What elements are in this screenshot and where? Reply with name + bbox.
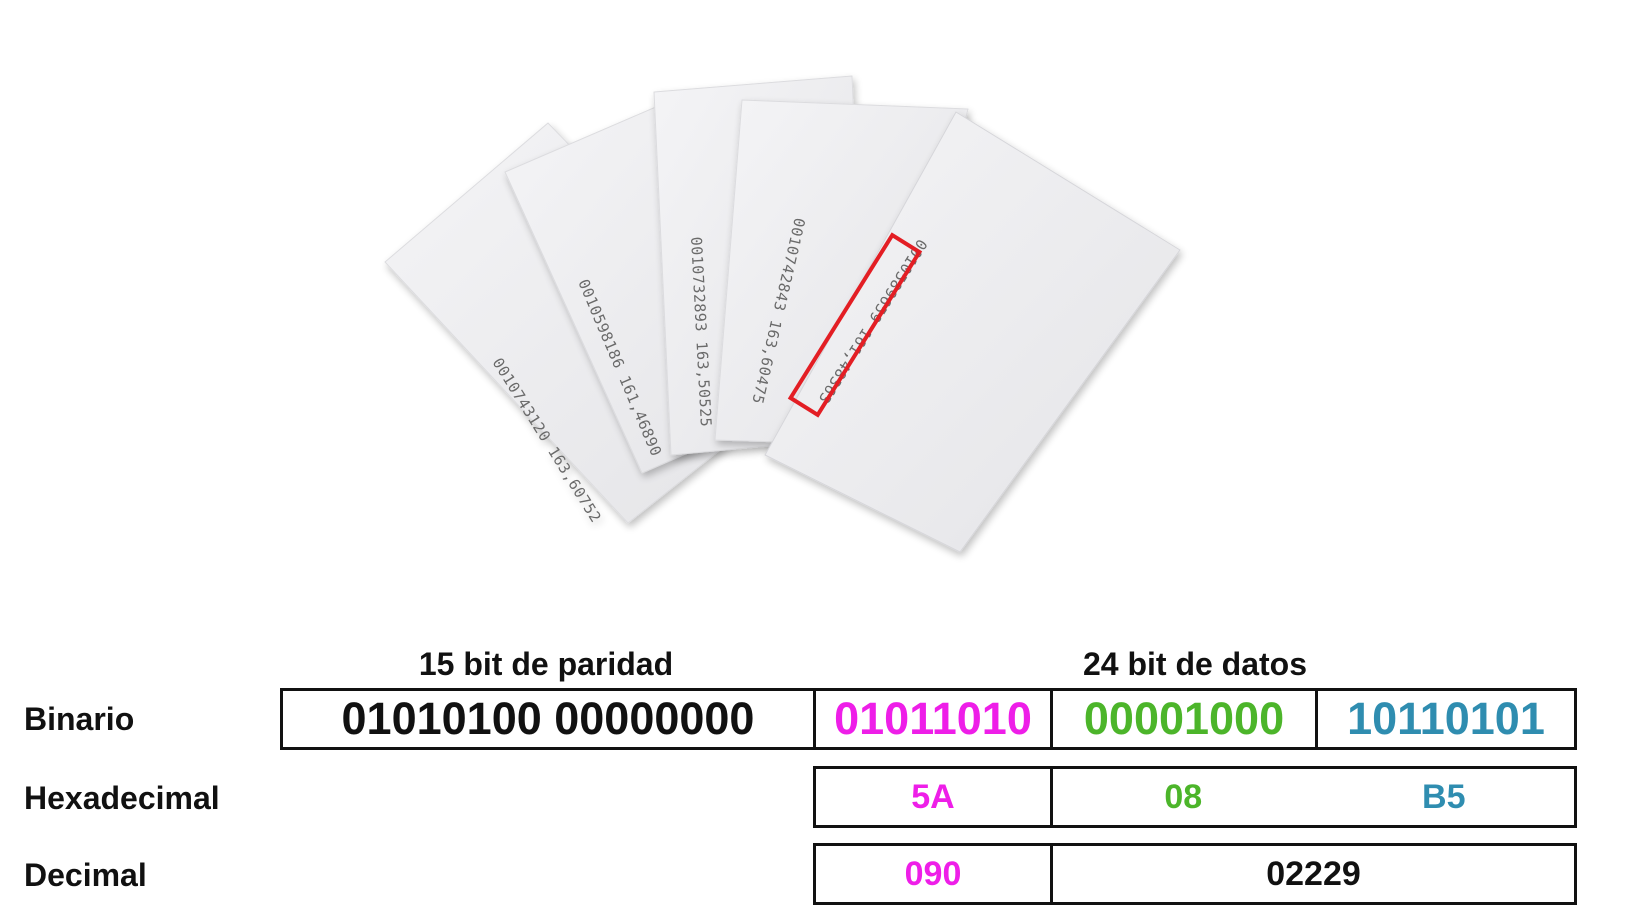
- hex-label: Hexadecimal: [24, 780, 220, 816]
- rfid-cards-photo: 0010743120 163,60752 0010598186 161,4689…: [384, 75, 1181, 553]
- decimal-facility: 090: [904, 854, 962, 893]
- hex-byte2: 08: [1164, 777, 1203, 816]
- decimal-card-cell: 02229: [1050, 843, 1577, 905]
- binary-byte2: 00001000: [1083, 693, 1285, 744]
- hex-byte3: B5: [1422, 777, 1466, 816]
- binary-byte1-cell: 01011010: [813, 688, 1053, 750]
- hex-bytes23-cell: 08 B5: [1050, 766, 1577, 828]
- hex-byte1-cell: 5A: [813, 766, 1053, 828]
- parity-header: 15 bit de paridad: [418, 646, 674, 682]
- binary-byte3: 10110101: [1347, 693, 1545, 744]
- highlight-box: [787, 232, 923, 418]
- binary-parity-cell: 01010100 00000000: [280, 688, 816, 750]
- decimal-card: 02229: [1266, 854, 1361, 893]
- hex-byte1: 5A: [911, 777, 955, 816]
- binary-byte3-cell: 10110101: [1315, 688, 1577, 750]
- binary-parity-bits: 01010100 00000000: [341, 693, 755, 744]
- decimal-facility-cell: 090: [813, 843, 1053, 905]
- binary-byte1: 01011010: [834, 693, 1032, 744]
- binary-label: Binario: [24, 701, 135, 737]
- binary-byte2-cell: 00001000: [1050, 688, 1318, 750]
- data-header: 24 bit de datos: [1082, 646, 1308, 682]
- decimal-label: Decimal: [24, 857, 147, 893]
